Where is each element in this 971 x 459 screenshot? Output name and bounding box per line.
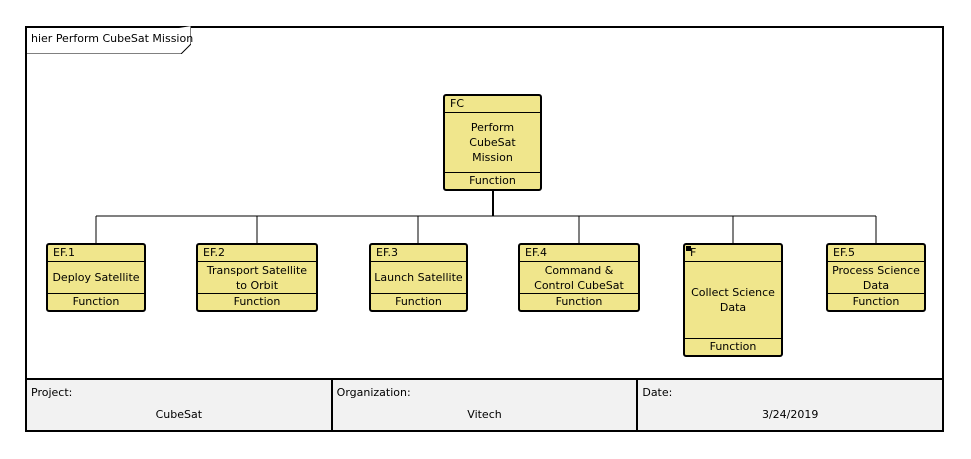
node-divider (198, 293, 316, 294)
frame-title-tab: hier Perform CubeSat Mission (25, 26, 194, 54)
node-divider (828, 261, 924, 262)
node-type: Function (709, 340, 757, 353)
node-divider (685, 261, 781, 262)
node-divider (828, 293, 924, 294)
footer-organization-value: Vitech (467, 408, 502, 421)
footer-organization-label: Organization: (336, 386, 411, 399)
diagram-frame (25, 26, 944, 432)
node-ef4[interactable]: EF.4 Command & Control CubeSat Function (518, 243, 640, 312)
footer-project-label: Project: (31, 386, 73, 399)
node-id: EF.3 (376, 246, 399, 259)
footer-project: Project: CubeSat (27, 380, 333, 430)
node-divider (48, 261, 144, 262)
node-ef1[interactable]: EF.1 Deploy Satellite Function (46, 243, 146, 312)
node-type: Function (72, 295, 120, 308)
footer-date-label: Date: (642, 386, 673, 399)
frame-tab-shape (25, 26, 191, 54)
node-type: Function (233, 295, 281, 308)
node-type: Function (469, 174, 516, 187)
node-divider (520, 293, 638, 294)
node-ef3[interactable]: EF.3 Launch Satellite Function (369, 243, 468, 312)
node-id: EF.2 (203, 246, 226, 259)
node-name: Transport Satellite to Orbit (206, 263, 308, 292)
footer-project-value: CubeSat (155, 408, 203, 421)
node-id: FC (450, 97, 465, 110)
node-id: EF.4 (525, 246, 548, 259)
node-id: EF.5 (833, 246, 856, 259)
node-ef5[interactable]: EF.5 Process Science Data Function (826, 243, 926, 312)
node-type: Function (852, 295, 900, 308)
node-name: Collect Science Data (691, 286, 775, 314)
node-name: Command & Control CubeSat (534, 263, 624, 292)
node-root-fc[interactable]: FC Perform CubeSat Mission Function (443, 94, 542, 191)
node-divider (685, 338, 781, 339)
footer-date: Date: 3/24/2019 (638, 380, 942, 430)
node-name: Launch Satellite (374, 271, 463, 284)
node-id: EF.1 (53, 246, 76, 259)
node-divider (48, 293, 144, 294)
node-divider (445, 112, 540, 113)
node-ef2[interactable]: EF.2 Transport Satellite to Orbit Functi… (196, 243, 318, 312)
node-type: Function (395, 295, 442, 308)
node-divider (371, 293, 466, 294)
node-name: Process Science Data (832, 263, 920, 292)
footer-date-value: 3/24/2019 (761, 408, 819, 421)
node-name: Perform CubeSat Mission (469, 121, 516, 164)
frame-title: hier Perform CubeSat Mission (31, 32, 194, 45)
node-id: F (690, 246, 697, 259)
diagram-footer: Project: CubeSat Organization: Vitech Da… (25, 378, 944, 432)
node-divider (371, 261, 466, 262)
node-type: Function (555, 295, 603, 308)
node-divider (445, 172, 540, 173)
node-divider (198, 261, 316, 262)
node-name: Deploy Satellite (52, 271, 140, 284)
footer-organization: Organization: Vitech (333, 380, 639, 430)
node-f[interactable]: F Collect Science Data Function (683, 243, 783, 357)
decomposition-marker-icon (686, 246, 691, 251)
node-divider (520, 261, 638, 262)
